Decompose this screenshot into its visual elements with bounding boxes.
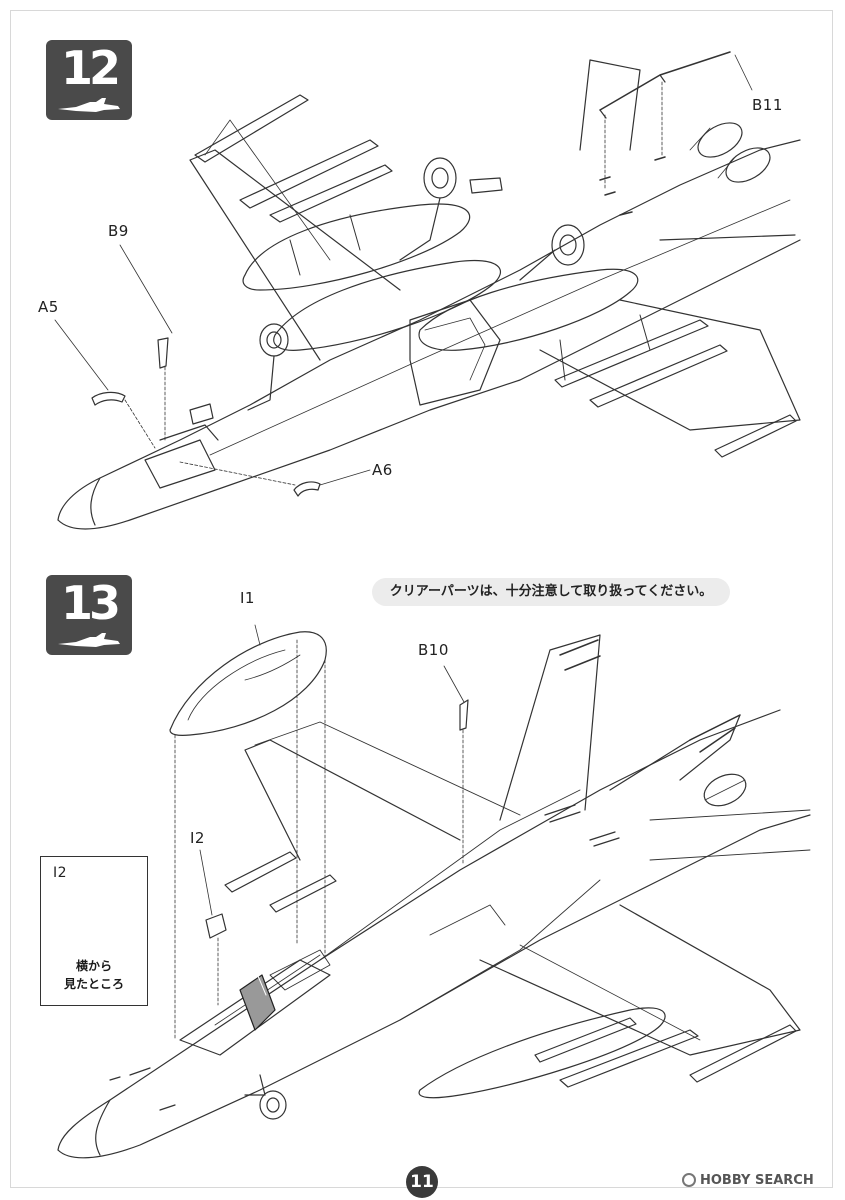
inset-caption-line-2: 見たところ [63, 977, 124, 991]
inset-caption-line-1: 横から [75, 959, 112, 973]
part-label-i1: I1 [240, 589, 255, 607]
part-label-b11: B11 [752, 96, 783, 114]
part-label-b9: B9 [108, 222, 129, 240]
part-label-i2: I2 [190, 829, 205, 847]
part-label-a5: A5 [38, 298, 59, 316]
jet-silhouette-icon [58, 98, 120, 112]
inset-caption: 横から 見たところ [41, 957, 147, 993]
watermark: HOBBY SEARCH [682, 1171, 814, 1191]
step-number: 13 [60, 576, 121, 630]
watermark-text: HOBBY SEARCH [700, 1173, 814, 1188]
step-badge-13: 13 [46, 575, 132, 655]
clear-parts-notice: クリアーパーツは、十分注意して取り扱ってください。 [372, 578, 730, 606]
page-number: 11 [406, 1166, 438, 1198]
part-label-b10: B10 [418, 641, 449, 659]
side-view-inset: I2 横から 見たところ [40, 856, 148, 1006]
step-12-aircraft-underside [54, 51, 801, 530]
part-label-a6: A6 [372, 461, 393, 479]
hobby-search-logo-icon [682, 1173, 696, 1187]
inset-part-label: I2 [53, 865, 68, 881]
step-13-aircraft-top [57, 624, 811, 1159]
step-badge-12: 12 [46, 40, 132, 120]
jet-silhouette-icon [58, 633, 120, 647]
step-number: 12 [60, 41, 121, 95]
